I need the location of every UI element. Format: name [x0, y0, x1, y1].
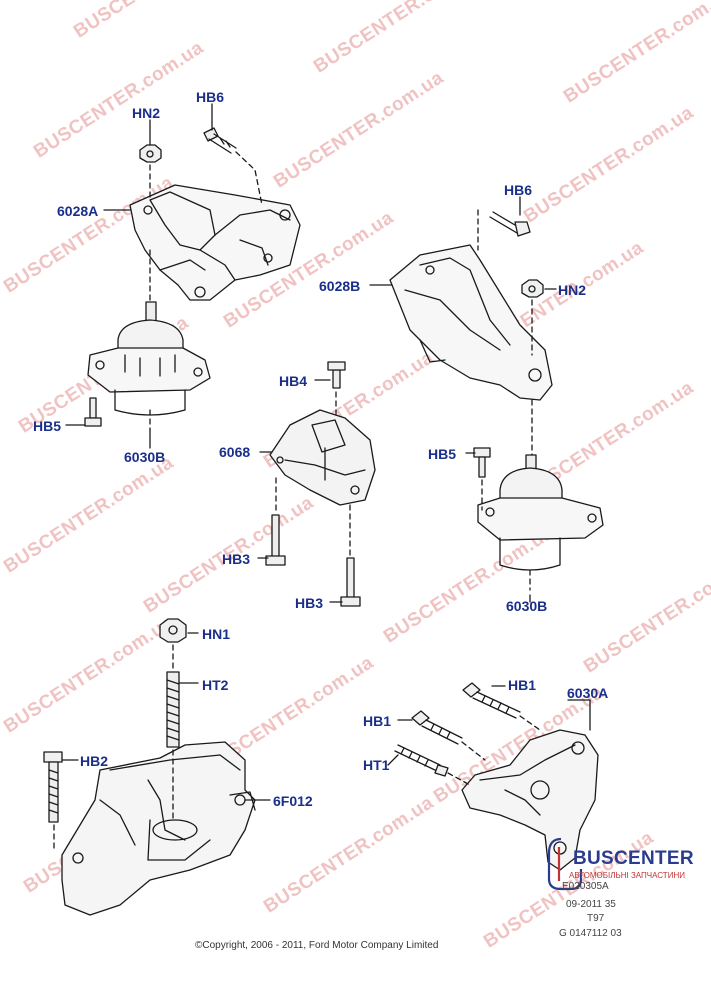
bracket-6030a	[461, 729, 599, 871]
label-6028b: 6028B	[319, 278, 361, 294]
label-hb1-a: HB1	[508, 677, 537, 693]
bracket-6028a	[129, 184, 301, 301]
label-hb2: HB2	[80, 753, 109, 769]
label-hb1-b: HB1	[363, 713, 392, 729]
mount-6030b-right	[477, 454, 604, 571]
bolt-hb5-right	[473, 447, 491, 478]
label-6068: 6068	[219, 444, 251, 460]
meta-date: 09-2011 35	[566, 899, 616, 910]
copyright-text: ©Copyright, 2006 - 2011, Ford Motor Comp…	[195, 940, 439, 951]
label-6030b-left: 6030B	[124, 449, 166, 465]
logo-title: BUSCENTER	[573, 848, 694, 869]
label-hn2-right: HN2	[558, 282, 587, 298]
bolt-hb5-left	[84, 397, 102, 427]
label-6030b-right: 6030B	[506, 598, 548, 614]
nut-hn2-right	[521, 279, 544, 298]
bolt-hb2	[43, 751, 63, 823]
label-hn2-top: HN2	[132, 105, 161, 121]
label-hb3-b: HB3	[295, 595, 324, 611]
stud-ht2	[166, 671, 180, 748]
logo-subtitle: АВТОМОБІЛЬНІ ЗАПЧАСТИНИ	[569, 871, 685, 880]
bolt-hb3-a	[265, 514, 286, 566]
meta-code: G 0147112 03	[559, 928, 622, 939]
nut-hn1	[159, 618, 187, 643]
label-6f012: 6F012	[273, 793, 313, 809]
label-ht1: HT1	[363, 757, 390, 773]
label-6028a: 6028A	[57, 203, 99, 219]
bolt-hb1-a	[462, 682, 521, 719]
meta-code: E020305A	[562, 881, 609, 892]
bolt-hb4	[327, 361, 346, 389]
bracket-6028b	[389, 244, 553, 401]
mount-6030b-left	[87, 301, 211, 416]
label-hb4: HB4	[279, 373, 308, 389]
bolt-hb6-top	[203, 127, 237, 154]
label-hb3-a: HB3	[222, 551, 251, 567]
bolt-hb1-b	[411, 710, 463, 745]
label-hb6-top: HB6	[196, 89, 225, 105]
mount-6f012	[61, 741, 256, 916]
nut-hn2-top	[139, 144, 162, 163]
buscenter-logo	[547, 837, 583, 891]
label-hn1: HN1	[202, 626, 231, 642]
mount-6068	[269, 409, 376, 506]
bolt-hb6-right	[489, 211, 531, 237]
bolt-hb3-b	[340, 557, 361, 607]
label-6030a: 6030A	[567, 685, 609, 701]
meta-code: T97	[587, 913, 605, 924]
stud-ht1	[394, 744, 449, 777]
label-ht2: HT2	[202, 677, 229, 693]
label-hb5-right: HB5	[428, 446, 457, 462]
label-hb6-right: HB6	[504, 182, 533, 198]
label-hb5-left: HB5	[33, 418, 62, 434]
